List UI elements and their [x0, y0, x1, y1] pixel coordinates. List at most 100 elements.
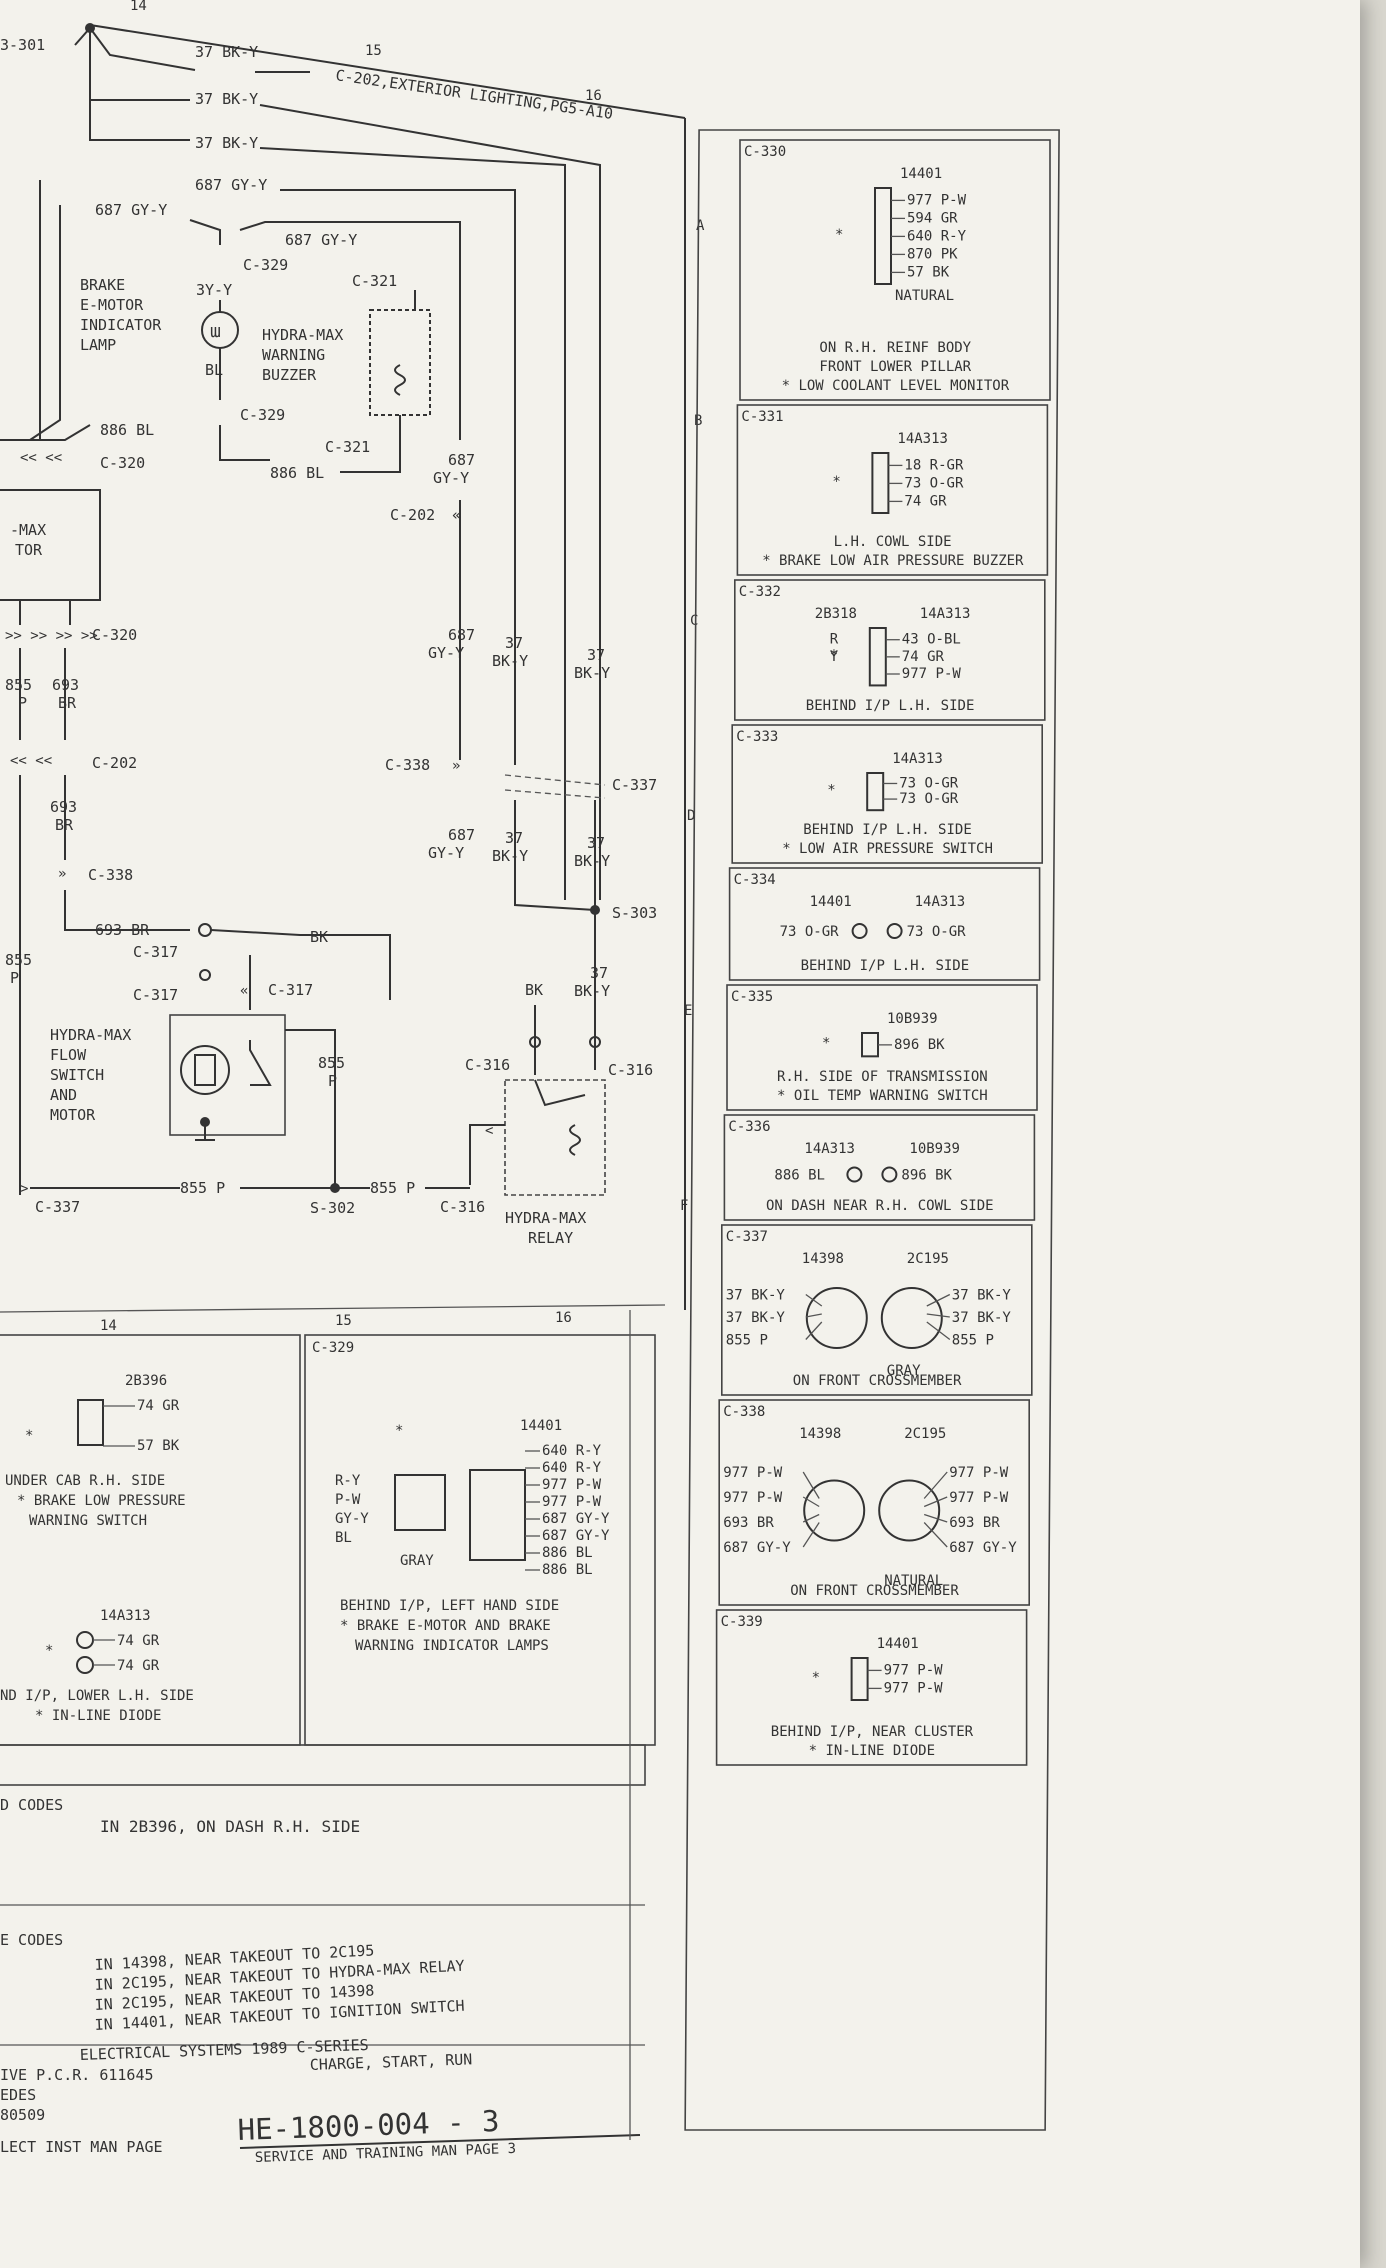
wire-label-right: 896 BK — [901, 1168, 952, 1184]
wire-label: 43 O-BL — [902, 632, 961, 648]
conn-c320-a: C-320 — [100, 454, 145, 472]
connector-location: * IN-LINE DIODE — [35, 1708, 161, 1724]
part-number: 14401 — [877, 1636, 919, 1652]
conn-c316-a: C-316 — [465, 1056, 510, 1074]
buzzer-label-2: WARNING — [262, 346, 325, 364]
pin-lead — [923, 1522, 948, 1548]
grid-mid-15: 15 — [335, 1313, 352, 1329]
diode-marker: * — [827, 783, 835, 799]
splice-label-s302: S-302 — [310, 1199, 355, 1217]
wire-label: 74 GR — [117, 1633, 160, 1649]
zone-b: B — [694, 413, 702, 429]
terminal-icon-left — [846, 1166, 863, 1183]
title-pcr: IVE P.C.R. 611645 — [0, 2066, 154, 2084]
connector-id: C-336 — [728, 1119, 770, 1135]
wire-label: 74 GR — [137, 1398, 180, 1414]
motor-armature-icon — [194, 1054, 216, 1086]
c317-pin-2 — [199, 969, 211, 981]
connector-id: C-335 — [731, 989, 773, 1005]
round-connector-icon-right — [878, 1479, 941, 1542]
wire-bk-top — [210, 929, 391, 1000]
part-number-b: 14A313 — [920, 606, 971, 622]
terminal-block-icon — [868, 627, 887, 687]
brake-lamp-label-1: BRAKE — [80, 276, 125, 294]
conn-c317-b: C-317 — [133, 986, 178, 1004]
connector-location: UNDER CAB R.H. SIDE — [5, 1473, 165, 1489]
wire-label-right: 687 GY-Y — [949, 1540, 1017, 1556]
wire-label: 977 P-W — [902, 666, 962, 682]
diode-marker: * — [832, 474, 840, 490]
pin-lead — [923, 1513, 948, 1523]
connector-card-frame — [726, 984, 1038, 1111]
pin-lead — [923, 1471, 948, 1499]
connector-location: BEHIND I/P L.H. SIDE — [803, 822, 972, 838]
wire-label-left: 37 BK-Y — [726, 1288, 786, 1304]
pin-lead — [926, 1313, 950, 1318]
connector-card-frame — [728, 867, 1041, 981]
part-number-a: 14A313 — [804, 1141, 855, 1157]
wire-label-855l: 855 — [5, 951, 32, 969]
wire-label-left: 977 P-W — [723, 1490, 783, 1506]
wire-label-left: 977 P-W — [723, 1465, 783, 1481]
flow-switch-contact-icon — [249, 1040, 272, 1086]
part-number: 14401 — [900, 166, 942, 182]
zone-d: D — [687, 808, 695, 824]
diode-marker: * — [830, 648, 838, 664]
wire-bl-down — [219, 425, 270, 461]
grid-label-14: 14 — [130, 0, 147, 14]
wire-top-2b — [259, 104, 601, 900]
switch-connector-icon — [77, 1399, 104, 1446]
wire-label-left: R-Y — [335, 1473, 361, 1489]
terminal-block-icon — [850, 1657, 869, 1701]
housing-color-note: GRAY — [887, 1363, 921, 1379]
flow-switch-label-4: AND — [50, 1086, 77, 1104]
c338a-chevron: » — [452, 758, 460, 774]
connector-id: C-339 — [721, 1614, 763, 1630]
pin-lead — [805, 1313, 822, 1318]
connector-card-frame — [733, 579, 1046, 721]
splice-s303 — [590, 905, 600, 915]
connector-id: C-334 — [734, 872, 776, 888]
connector-location: WARNING SWITCH — [29, 1513, 147, 1529]
wire-label-left: 886 BL — [774, 1168, 825, 1184]
buzzer-label-3: BUZZER — [262, 366, 317, 384]
wire-label: 74 GR — [117, 1658, 160, 1674]
wire-label-left: BL — [335, 1530, 352, 1546]
diode-marker: * — [812, 1670, 820, 1686]
conn-c337-a: C-337 — [612, 776, 657, 794]
frame-top-line — [89, 24, 686, 119]
part-number-b: 10B939 — [909, 1141, 960, 1157]
connector-card-frame — [739, 139, 1051, 401]
wire-label-687-v2b: GY-Y — [428, 644, 464, 662]
conn-c321-bottom: C-321 — [325, 438, 370, 456]
lamp-filament-icon: ɯ — [210, 321, 221, 342]
connector-location: * LOW AIR PRESSURE SWITCH — [782, 841, 993, 857]
wire-label-693c: 693 BR — [95, 921, 150, 939]
connector-location: BEHIND I/P L.H. SIDE — [801, 958, 970, 974]
zone-f: F — [680, 1198, 688, 1214]
c320b-chevrons: >> >> >> >> — [5, 628, 98, 644]
conn-c329-bottom: C-329 — [240, 406, 285, 424]
wire-label-886-b: 886 BL — [270, 464, 324, 482]
connector-housing-right-icon — [469, 1469, 526, 1561]
codes-1-box — [0, 1744, 646, 1786]
wire-label: 73 O-GR — [899, 775, 959, 791]
wire-label: 594 GR — [907, 210, 958, 226]
wire-label: 896 BK — [894, 1037, 945, 1053]
wire-label-left: 855 P — [726, 1333, 768, 1349]
terminal-icon — [76, 1631, 94, 1649]
wire-label: 57 BK — [907, 264, 950, 280]
wire-label-bk2: BK — [525, 981, 543, 999]
terminal-icon-right — [886, 923, 903, 939]
connector-location: BEHIND I/P, LEFT HAND SIDE — [340, 1598, 559, 1614]
pin-lead — [926, 1293, 951, 1307]
wire-label-687-v3: 687 — [448, 826, 475, 844]
connector-location: * BRAKE LOW AIR PRESSURE BUZZER — [762, 553, 1024, 569]
wire-label-left: GY-Y — [335, 1511, 369, 1527]
codes-1-header: D CODES — [0, 1796, 63, 1814]
wire-top-3 — [89, 100, 190, 141]
